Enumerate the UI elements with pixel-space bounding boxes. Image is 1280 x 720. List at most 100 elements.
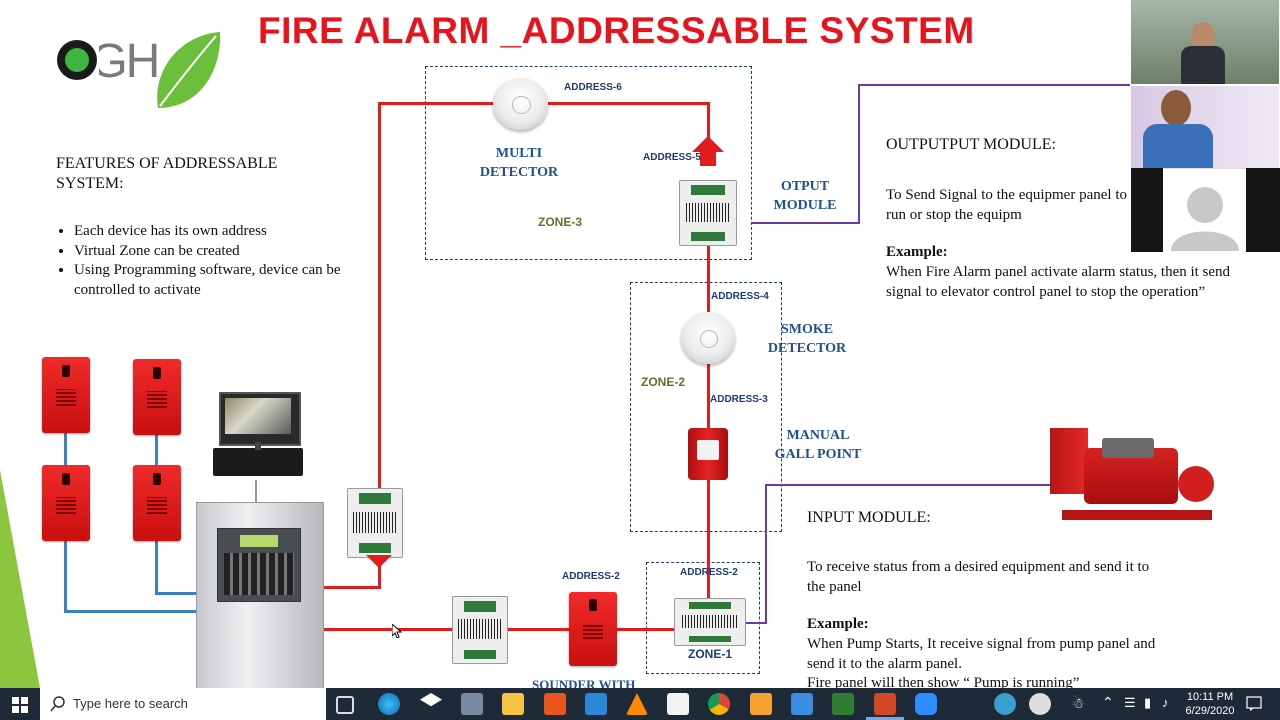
wire [155, 592, 198, 595]
zone-1-box [646, 562, 760, 674]
wire [378, 562, 381, 589]
output-module-label: OTPUT MODULE [773, 179, 837, 213]
wire [765, 484, 1055, 486]
leaf-icon [157, 32, 221, 108]
arrow-down-icon [366, 555, 392, 568]
wire [505, 628, 569, 631]
wire [548, 102, 710, 105]
video-participant-tile[interactable] [1131, 0, 1279, 84]
windows-start-icon[interactable] [12, 697, 28, 713]
file-explorer-icon[interactable] [502, 693, 524, 715]
control-module [452, 596, 508, 664]
people-icon[interactable]: ☃ [1072, 695, 1085, 711]
mail-icon[interactable] [585, 693, 607, 715]
multi-detector-label: MULTI DETECTOR [479, 146, 559, 180]
zone-3-box [425, 66, 752, 260]
windows-taskbar: Type here to search ☃ ⌃ ☰ ▮ ♪ 10:11 PM 6… [0, 688, 1280, 720]
ogh-logo: OGH [55, 30, 225, 115]
wire [707, 478, 710, 598]
powerpoint-icon[interactable] [874, 693, 896, 715]
wire [255, 480, 257, 504]
user-avatar-icon[interactable] [1029, 693, 1051, 715]
logo-circle-icon [57, 40, 97, 80]
wire [858, 84, 1130, 86]
dropbox-icon[interactable] [420, 693, 442, 707]
video-participant-tile[interactable] [1131, 86, 1279, 168]
task-view-icon[interactable] [336, 696, 354, 714]
address-label: ADDRESS-2 [680, 567, 738, 578]
wire [744, 622, 767, 624]
wire [752, 222, 860, 224]
edge-icon[interactable] [378, 693, 400, 715]
wire [64, 432, 67, 466]
taskbar-search-box[interactable]: Type here to search [40, 688, 326, 720]
feature-item: Using Programming software, device can b… [74, 261, 364, 300]
arrow-up-icon [692, 136, 724, 166]
battery-icon[interactable]: ▮ [1144, 695, 1152, 710]
manual-call-point-device [688, 428, 728, 480]
vlc-icon[interactable] [626, 693, 648, 715]
chevron-up-icon[interactable]: ⌃ [1102, 694, 1114, 710]
camera-icon[interactable] [461, 693, 483, 715]
smoke-detector-device [681, 312, 735, 364]
address-label: ADDRESS-2 [562, 571, 620, 582]
wire [707, 364, 710, 428]
volume-icon[interactable]: ♪ [1162, 695, 1169, 710]
control-module [347, 488, 403, 558]
input-module-device [674, 598, 746, 646]
help-icon[interactable] [994, 693, 1016, 715]
zone-label: ZONE-2 [641, 375, 686, 389]
output-module-heading: OUTPUTPUT MODULE: [886, 136, 1056, 153]
chrome-icon[interactable] [708, 693, 730, 715]
output-module-description: To Send Signal to the equipmer panel to … [886, 187, 1127, 223]
manual-call-point-label: MANUAL GALL POINT [774, 428, 862, 462]
wire [322, 628, 454, 631]
sounder-strobe-device [42, 357, 90, 433]
output-module-device [679, 180, 737, 246]
search-icon [50, 696, 65, 712]
zone-label: ZONE-3 [538, 215, 583, 229]
slide-title: FIRE ALARM _ADDRESSABLE SYSTEM [258, 10, 975, 51]
system-clock[interactable]: 10:11 PM 6/29/2020 [1180, 690, 1240, 718]
video-panel-background [1131, 168, 1163, 252]
office-icon[interactable] [544, 693, 566, 715]
multi-detector-device [493, 78, 548, 130]
app-icon[interactable] [832, 693, 854, 715]
sounder-device [569, 592, 617, 666]
sketch-icon[interactable] [750, 693, 772, 715]
feature-item: Virtual Zone can be created [74, 242, 364, 262]
address-label: ADDRESS-5 [643, 152, 701, 163]
photos-icon[interactable] [791, 693, 813, 715]
input-example-label: Example: [807, 616, 869, 632]
mouse-cursor-icon [392, 624, 402, 638]
wire [765, 484, 767, 624]
smoke-detector-label: SMOKE DETECTOR [767, 322, 847, 356]
output-example-text: When Fire Alarm panel activate alarm sta… [886, 264, 1231, 300]
logo-text: OGH [55, 35, 159, 88]
wire [64, 610, 198, 613]
store-icon[interactable] [667, 693, 689, 715]
zoom-icon[interactable] [915, 693, 937, 715]
notification-icon[interactable] [1246, 696, 1262, 712]
active-app-indicator [866, 717, 904, 720]
wire [64, 540, 67, 612]
wire [617, 628, 675, 631]
wifi-icon[interactable]: ☰ [1124, 695, 1136, 710]
zone-label: ZONE-1 [688, 647, 733, 661]
sounder-strobe-device [133, 465, 181, 541]
search-placeholder: Type here to search [73, 696, 188, 711]
video-panel-background [1246, 168, 1280, 252]
green-corner-decoration [0, 470, 40, 688]
sounder-label: SOUNDER WITH [532, 677, 636, 688]
fire-alarm-control-panel [196, 502, 324, 688]
sounder-strobe-device [42, 465, 90, 541]
input-example-text: Fire panel will then show “ Pump is runn… [807, 675, 1080, 688]
wire [707, 244, 710, 312]
wire [378, 102, 381, 488]
sounder-strobe-device [133, 359, 181, 435]
presentation-slide: OGH FIRE ALARM _ADDRESSABLE SYSTEM FEATU… [0, 0, 1280, 688]
feature-item: Each device has its own address [74, 222, 364, 242]
fire-pump-image [1050, 428, 1218, 530]
wire [155, 434, 158, 466]
input-example-text: When Pump Starts, It receive signal from… [807, 636, 1156, 672]
